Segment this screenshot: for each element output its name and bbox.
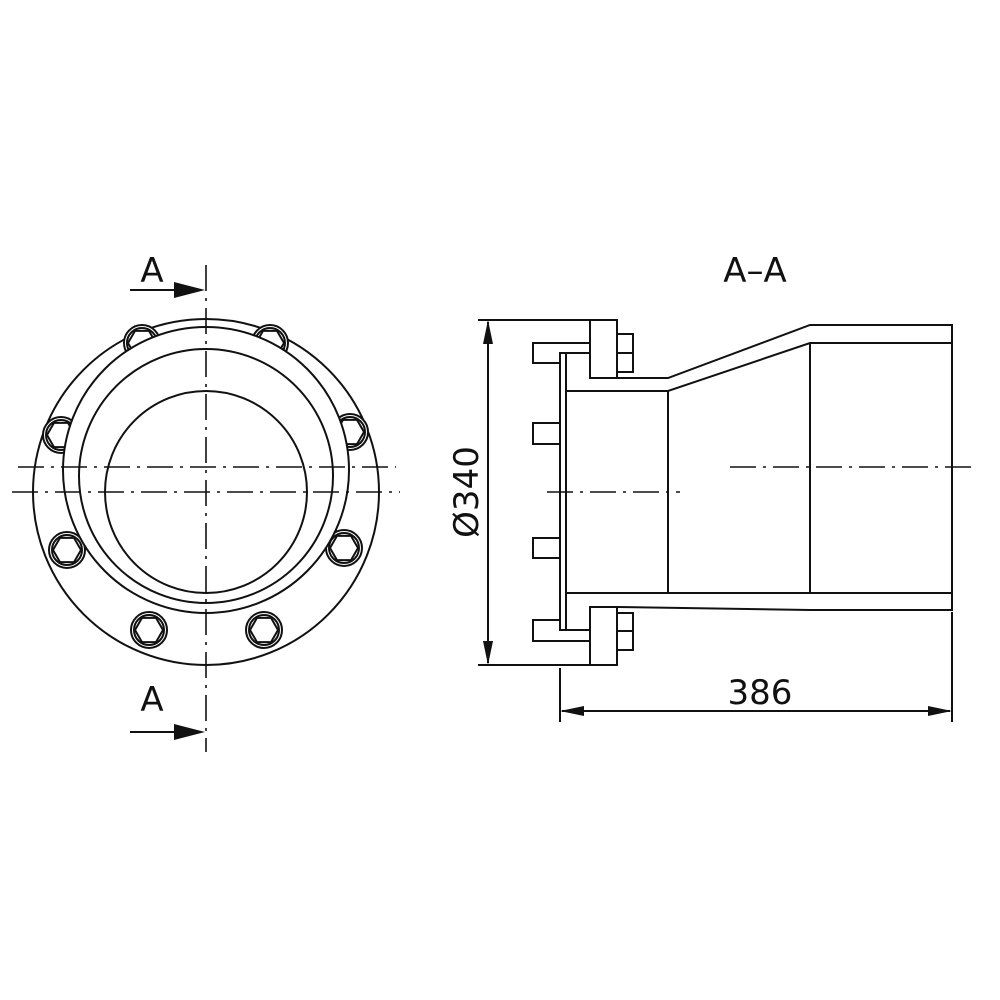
arrow-icon — [560, 706, 584, 716]
length-label: 386 — [728, 673, 793, 713]
front-view: A A — [12, 251, 400, 752]
diameter-label: Ø340 — [447, 446, 487, 538]
section-label: A — [140, 251, 163, 291]
arrow-icon — [928, 706, 952, 716]
section-arrow-bottom: A — [130, 680, 205, 740]
section-title: A–A — [723, 251, 787, 291]
nut-top — [616, 333, 634, 373]
arrow-icon — [483, 641, 493, 665]
flange-top — [589, 319, 618, 379]
pipe-inner-circle — [78, 348, 334, 604]
bolt-hex-icon — [130, 611, 168, 649]
length-dimension: 386 — [559, 612, 953, 722]
nut-bottom — [616, 612, 634, 651]
reducer-outer-wall — [616, 324, 953, 611]
diameter-dimension: Ø340 — [447, 319, 590, 666]
arrow-icon — [174, 282, 205, 298]
bolt-hex-icon — [245, 611, 283, 649]
flange-bottom — [589, 606, 618, 666]
arrow-icon — [483, 320, 493, 344]
reducer-inner-wall-top — [566, 342, 952, 392]
section-view: A–A — [447, 251, 975, 722]
section-arrow-top: A — [130, 251, 205, 298]
arrow-icon — [174, 724, 205, 740]
section-label: A — [140, 680, 163, 720]
